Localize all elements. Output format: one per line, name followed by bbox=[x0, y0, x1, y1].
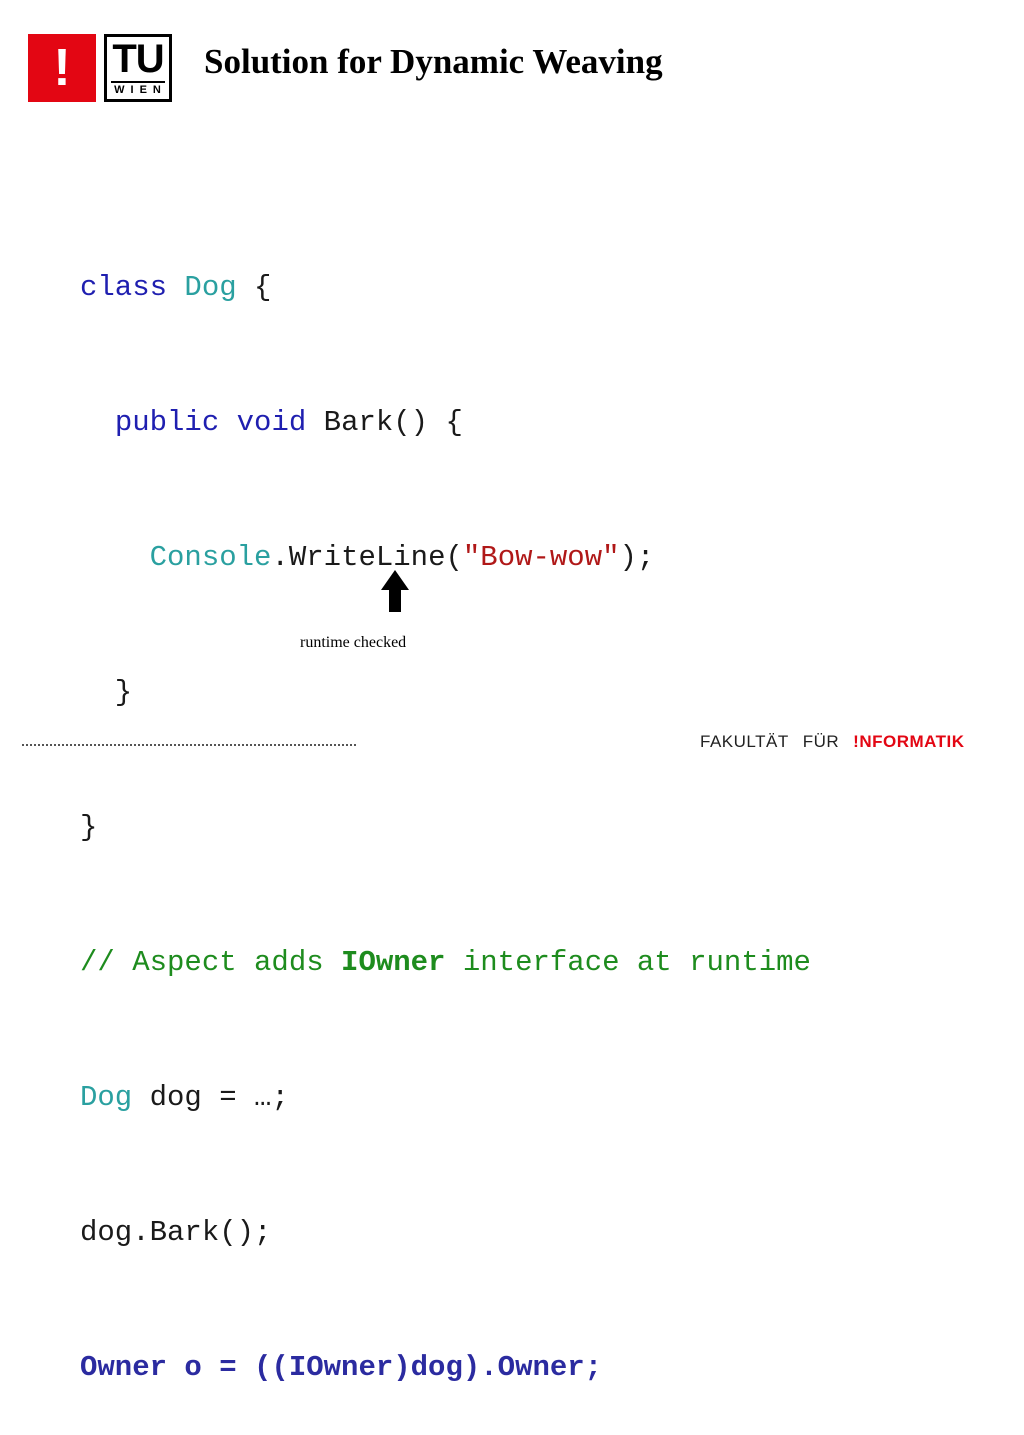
tu-wien-logo: TU WIEN bbox=[104, 34, 172, 102]
logo-divider bbox=[111, 81, 165, 83]
code-line-4: } bbox=[80, 676, 133, 709]
code-line-5: } bbox=[80, 811, 98, 844]
footer-dotted-line bbox=[22, 744, 356, 746]
keyword-class: class bbox=[80, 271, 168, 304]
runtime-checked-note: runtime checked bbox=[300, 634, 407, 651]
code-line-6: // Aspect adds IOwner interface at runti… bbox=[80, 940, 811, 985]
faculty-logo: FAKULTÄT FÜR !NFORMATIK bbox=[700, 732, 965, 752]
type-dog: Dog bbox=[184, 271, 237, 304]
tu-exclamation-logo: ! bbox=[28, 34, 96, 102]
code-space bbox=[167, 271, 184, 304]
string-literal: "Bow-wow" bbox=[462, 541, 620, 574]
informatik-word: !NFORMATIK bbox=[853, 732, 965, 751]
up-arrow-icon bbox=[381, 570, 409, 612]
code-line-9: Owner o = ((IOwner)dog).Owner; bbox=[80, 1351, 603, 1384]
fuer-word: FÜR bbox=[802, 732, 840, 751]
code-line-2: public void Bark() { bbox=[80, 400, 811, 445]
faculty-word: FAKULTÄT bbox=[700, 732, 789, 751]
keyword-void: void bbox=[236, 406, 307, 439]
code-block: class Dog { public void Bark() { Console… bbox=[80, 175, 811, 1435]
code-line-1: class Dog { bbox=[80, 265, 811, 310]
code-space bbox=[219, 406, 236, 439]
code-line-3: Console.WriteLine("Bow-wow"); bbox=[80, 535, 811, 580]
comment-iowner: IOwner bbox=[341, 946, 446, 979]
logo-tu-text: TU bbox=[112, 37, 164, 81]
keyword-public: public bbox=[114, 406, 220, 439]
code-text: .WriteLine( bbox=[271, 541, 463, 574]
code-text: ); bbox=[619, 541, 655, 574]
logo-exclamation-text: ! bbox=[53, 39, 71, 97]
code-text: Bark() { bbox=[306, 406, 463, 439]
code-text: dog = …; bbox=[132, 1081, 289, 1114]
logo-wien-text: WIEN bbox=[114, 84, 167, 96]
code-line-8: dog.Bark(); bbox=[80, 1216, 272, 1249]
comment-text: // Aspect adds bbox=[80, 946, 342, 979]
code-line-7: Dog dog = …; bbox=[80, 1075, 811, 1120]
code-indent bbox=[80, 406, 115, 439]
slide-title: Solution for Dynamic Weaving bbox=[204, 42, 663, 81]
type-console: Console bbox=[149, 541, 272, 574]
code-text: { bbox=[236, 271, 272, 304]
comment-text: interface at runtime bbox=[445, 946, 811, 979]
type-dog: Dog bbox=[80, 1081, 133, 1114]
code-indent bbox=[80, 541, 150, 574]
